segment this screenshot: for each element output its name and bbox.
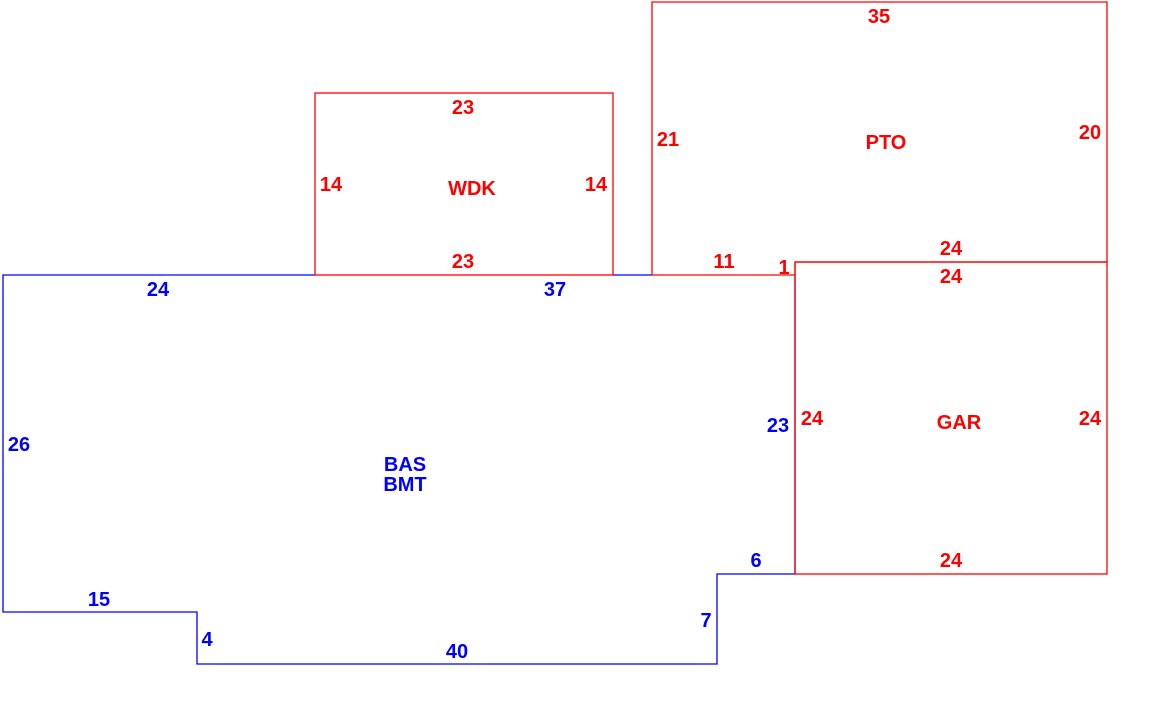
wdk-outline [314, 92, 614, 276]
dim-label: 20 [1079, 122, 1101, 144]
dim-label: 37 [544, 279, 566, 301]
wdk-label: WDK [448, 178, 496, 200]
bmt-label: BMT [383, 474, 426, 496]
dim-label: 24 [1079, 408, 1102, 430]
area-wdk[interactable]: WDK 23 14 14 23 [314, 92, 614, 276]
dim-label: 6 [750, 550, 761, 572]
dim-label: 24 [940, 266, 963, 288]
dim-label: 14 [585, 174, 608, 196]
dim-label: 11 [713, 251, 734, 273]
dim-label: 23 [767, 415, 789, 437]
dim-label: 14 [320, 174, 343, 196]
area-bas[interactable]: BAS BMT 24 37 23 6 7 40 4 15 26 [2, 274, 796, 665]
bas-label: BAS [384, 454, 426, 476]
area-pto[interactable]: PTO 35 21 20 24 11 1 [651, 1, 1108, 279]
dim-label: 1 [778, 257, 789, 279]
dim-label: 26 [8, 434, 30, 456]
bas-outline [2, 274, 796, 665]
dim-label: 15 [88, 589, 110, 611]
dim-label: 35 [868, 6, 890, 28]
dim-label: 24 [801, 408, 824, 430]
dim-label: 24 [940, 238, 963, 260]
gar-label: GAR [937, 412, 982, 434]
dim-label: 24 [147, 279, 170, 301]
dim-label: 23 [452, 251, 474, 273]
dim-label: 21 [657, 129, 679, 151]
gar-outline [794, 261, 1108, 575]
dim-label: 4 [201, 629, 213, 651]
dim-label: 24 [940, 550, 963, 572]
area-gar[interactable]: GAR 24 24 24 24 [794, 261, 1108, 575]
dim-label: 7 [700, 610, 711, 632]
dim-label: 23 [452, 97, 474, 119]
dim-label: 40 [446, 641, 468, 663]
pto-label: PTO [866, 132, 907, 154]
